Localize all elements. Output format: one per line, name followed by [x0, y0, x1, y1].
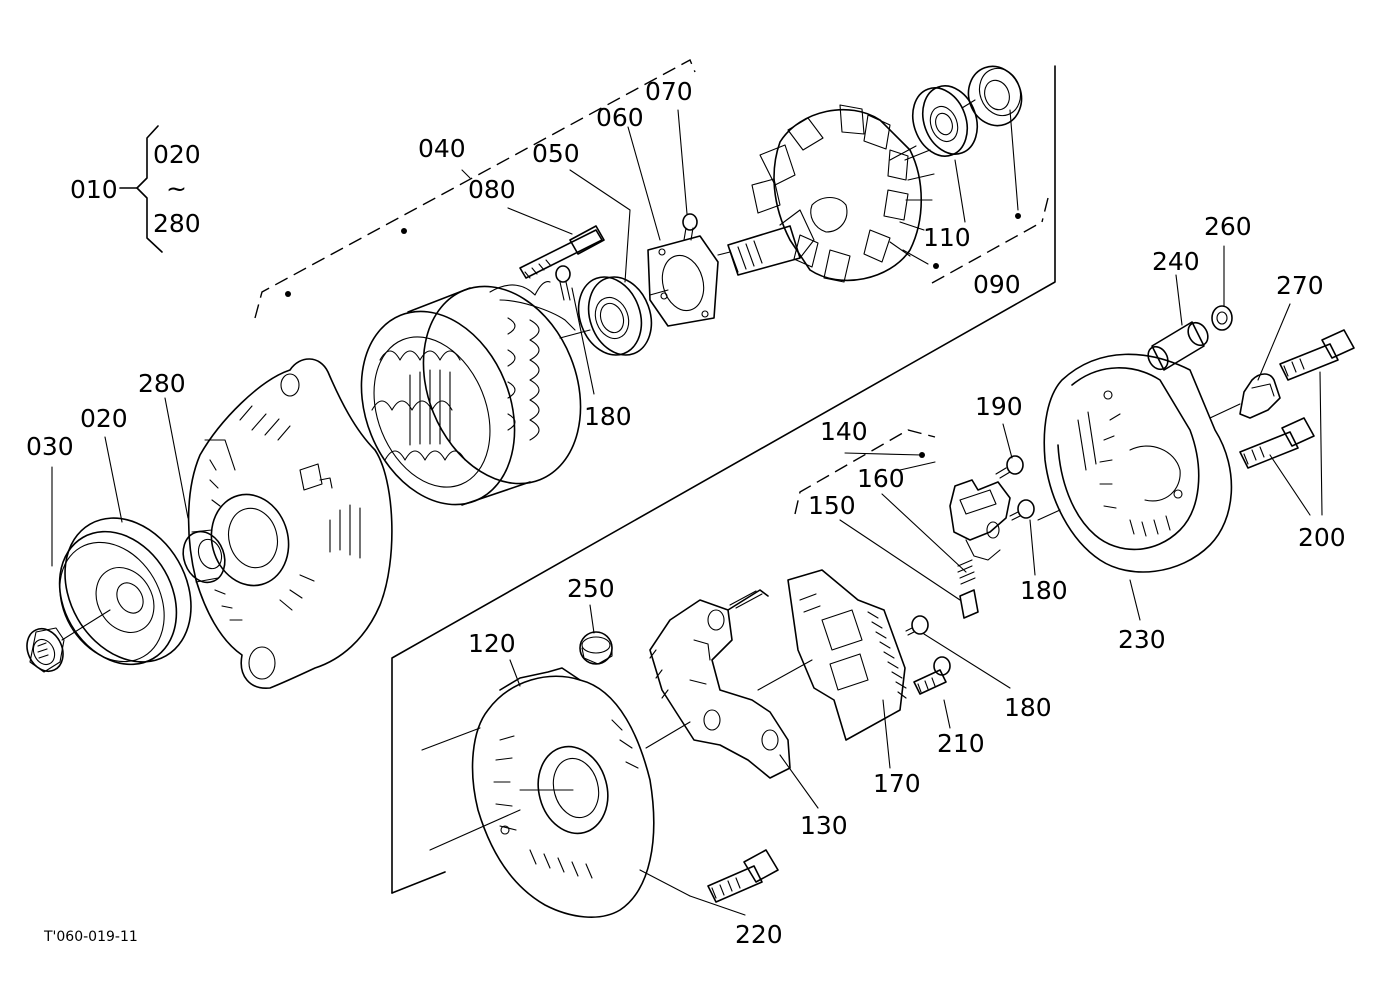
- callout-260: 260: [1204, 212, 1252, 241]
- callout-200: 200: [1298, 523, 1346, 552]
- rear-cover-230: [1043, 353, 1233, 573]
- callout-230: 230: [1118, 625, 1166, 654]
- callout-010: 010: [70, 175, 118, 204]
- screw-180-upper: [555, 265, 571, 301]
- screw-190: [995, 455, 1024, 479]
- callout-060: 060: [596, 103, 644, 132]
- screw-210: [913, 656, 951, 695]
- callout-070: 070: [645, 77, 693, 106]
- callout-280: 280: [138, 369, 186, 398]
- indicator-dots: [285, 213, 1021, 458]
- range-bracket-010: [119, 125, 163, 253]
- nut-250: [579, 631, 613, 665]
- callout-040: 040: [418, 134, 466, 163]
- screw-070: [682, 213, 698, 241]
- bearing-050: [577, 276, 653, 356]
- spacer-280: [182, 529, 226, 584]
- callout-080: 080: [468, 175, 516, 204]
- callout-130: 130: [800, 811, 848, 840]
- pulley-020: [58, 517, 192, 666]
- callout-020-range: 020: [153, 140, 201, 169]
- bearing-cover-090: [967, 65, 1023, 127]
- rectifier-130: [649, 589, 791, 779]
- terminal-cap-240: [1147, 321, 1209, 371]
- callout-tilde: ~: [166, 174, 187, 203]
- spring-160: [957, 559, 976, 585]
- callout-180-lower: 180: [1004, 693, 1052, 722]
- callout-120: 120: [468, 629, 516, 658]
- callout-160: 160: [857, 464, 905, 493]
- screw-180-mid: [1009, 499, 1035, 521]
- rotor: [727, 104, 935, 283]
- terminal-bolt-080: [519, 225, 605, 279]
- clip-270: [1239, 373, 1281, 419]
- callout-labels: 010 020 ~ 280 040 050 060 070 080 090 11…: [26, 77, 1346, 949]
- callout-180-upper: 180: [584, 402, 632, 431]
- callout-170: 170: [873, 769, 921, 798]
- callout-180-mid: 180: [1020, 576, 1068, 605]
- brush-150: [959, 589, 979, 619]
- rear-frame-120: [471, 667, 655, 918]
- callout-280-range: 280: [153, 209, 201, 238]
- retainer-plate-060: [647, 235, 719, 327]
- callout-270: 270: [1276, 271, 1324, 300]
- callout-140: 140: [820, 417, 868, 446]
- leader-lines: [51, 109, 1323, 916]
- callout-090: 090: [973, 270, 1021, 299]
- callout-250: 250: [567, 574, 615, 603]
- brush-holder-140: [949, 479, 1011, 561]
- assembly-brackets: [254, 59, 1056, 894]
- callout-030: 030: [26, 432, 74, 461]
- callout-190: 190: [975, 392, 1023, 421]
- callout-110: 110: [923, 223, 971, 252]
- stator: [360, 281, 582, 506]
- callout-050: 050: [532, 139, 580, 168]
- callout-240: 240: [1152, 247, 1200, 276]
- nut-260: [1211, 305, 1233, 331]
- screw-180-lower: [905, 615, 929, 636]
- pulley-nut-030: [26, 627, 65, 673]
- callout-020: 020: [80, 404, 128, 433]
- drive-end-frame: [187, 358, 393, 689]
- figure-reference-code: T'060-019-11: [43, 929, 138, 945]
- callout-210: 210: [937, 729, 985, 758]
- bearing-110: [911, 85, 979, 157]
- explode-lines: [421, 99, 1241, 851]
- callout-150: 150: [808, 491, 856, 520]
- through-bolts-200: [1239, 329, 1355, 469]
- bolt-220: [707, 849, 779, 903]
- callout-220: 220: [735, 920, 783, 949]
- regulator-170: [787, 569, 907, 741]
